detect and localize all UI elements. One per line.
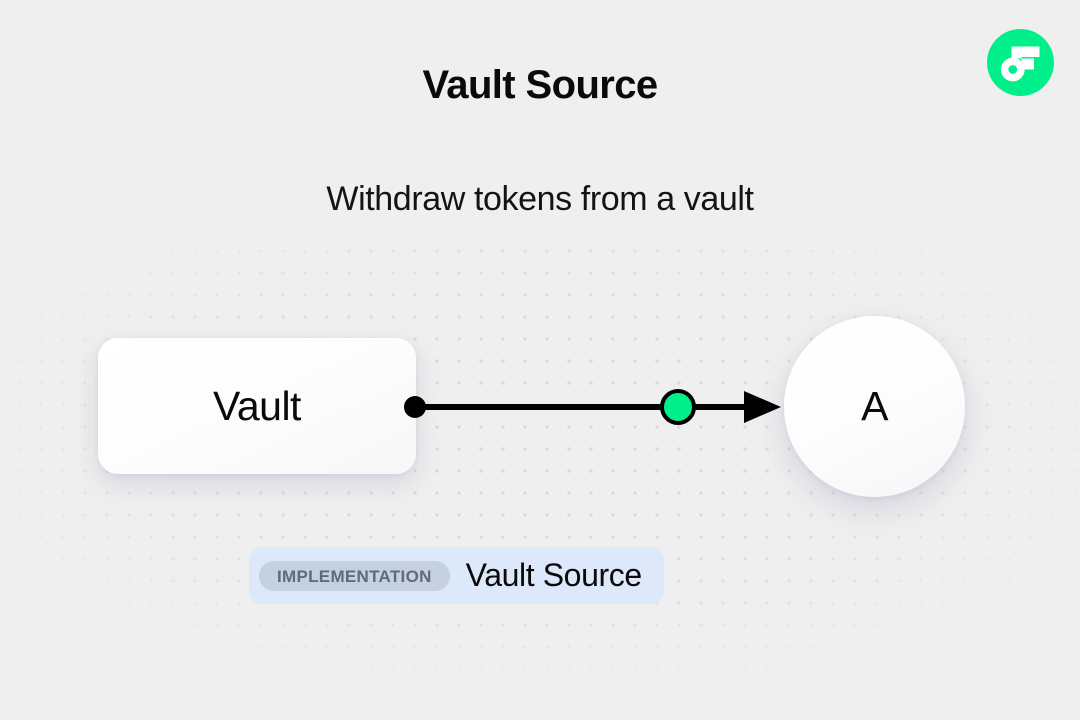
page-subtitle: Withdraw tokens from a vault xyxy=(326,180,754,218)
diagram-edge-arrow-icon xyxy=(744,391,781,423)
diagram-edge-midpoint-handle[interactable] xyxy=(660,389,696,425)
page-title: Vault Source xyxy=(422,63,658,107)
implementation-bar[interactable]: IMPLEMENTATION Vault Source xyxy=(249,547,664,604)
implementation-tag-badge: IMPLEMENTATION xyxy=(259,560,450,591)
diagram-node-vault[interactable]: Vault xyxy=(98,338,416,474)
diagram-edge-source-handle[interactable] xyxy=(404,396,426,418)
diagram-node-vault-label: Vault xyxy=(213,382,301,429)
flow-logo-icon xyxy=(987,29,1054,96)
implementation-name-label: Vault Source xyxy=(465,557,642,593)
diagram-node-a-label: A xyxy=(861,383,888,429)
diagram-node-a[interactable]: A xyxy=(784,316,965,497)
